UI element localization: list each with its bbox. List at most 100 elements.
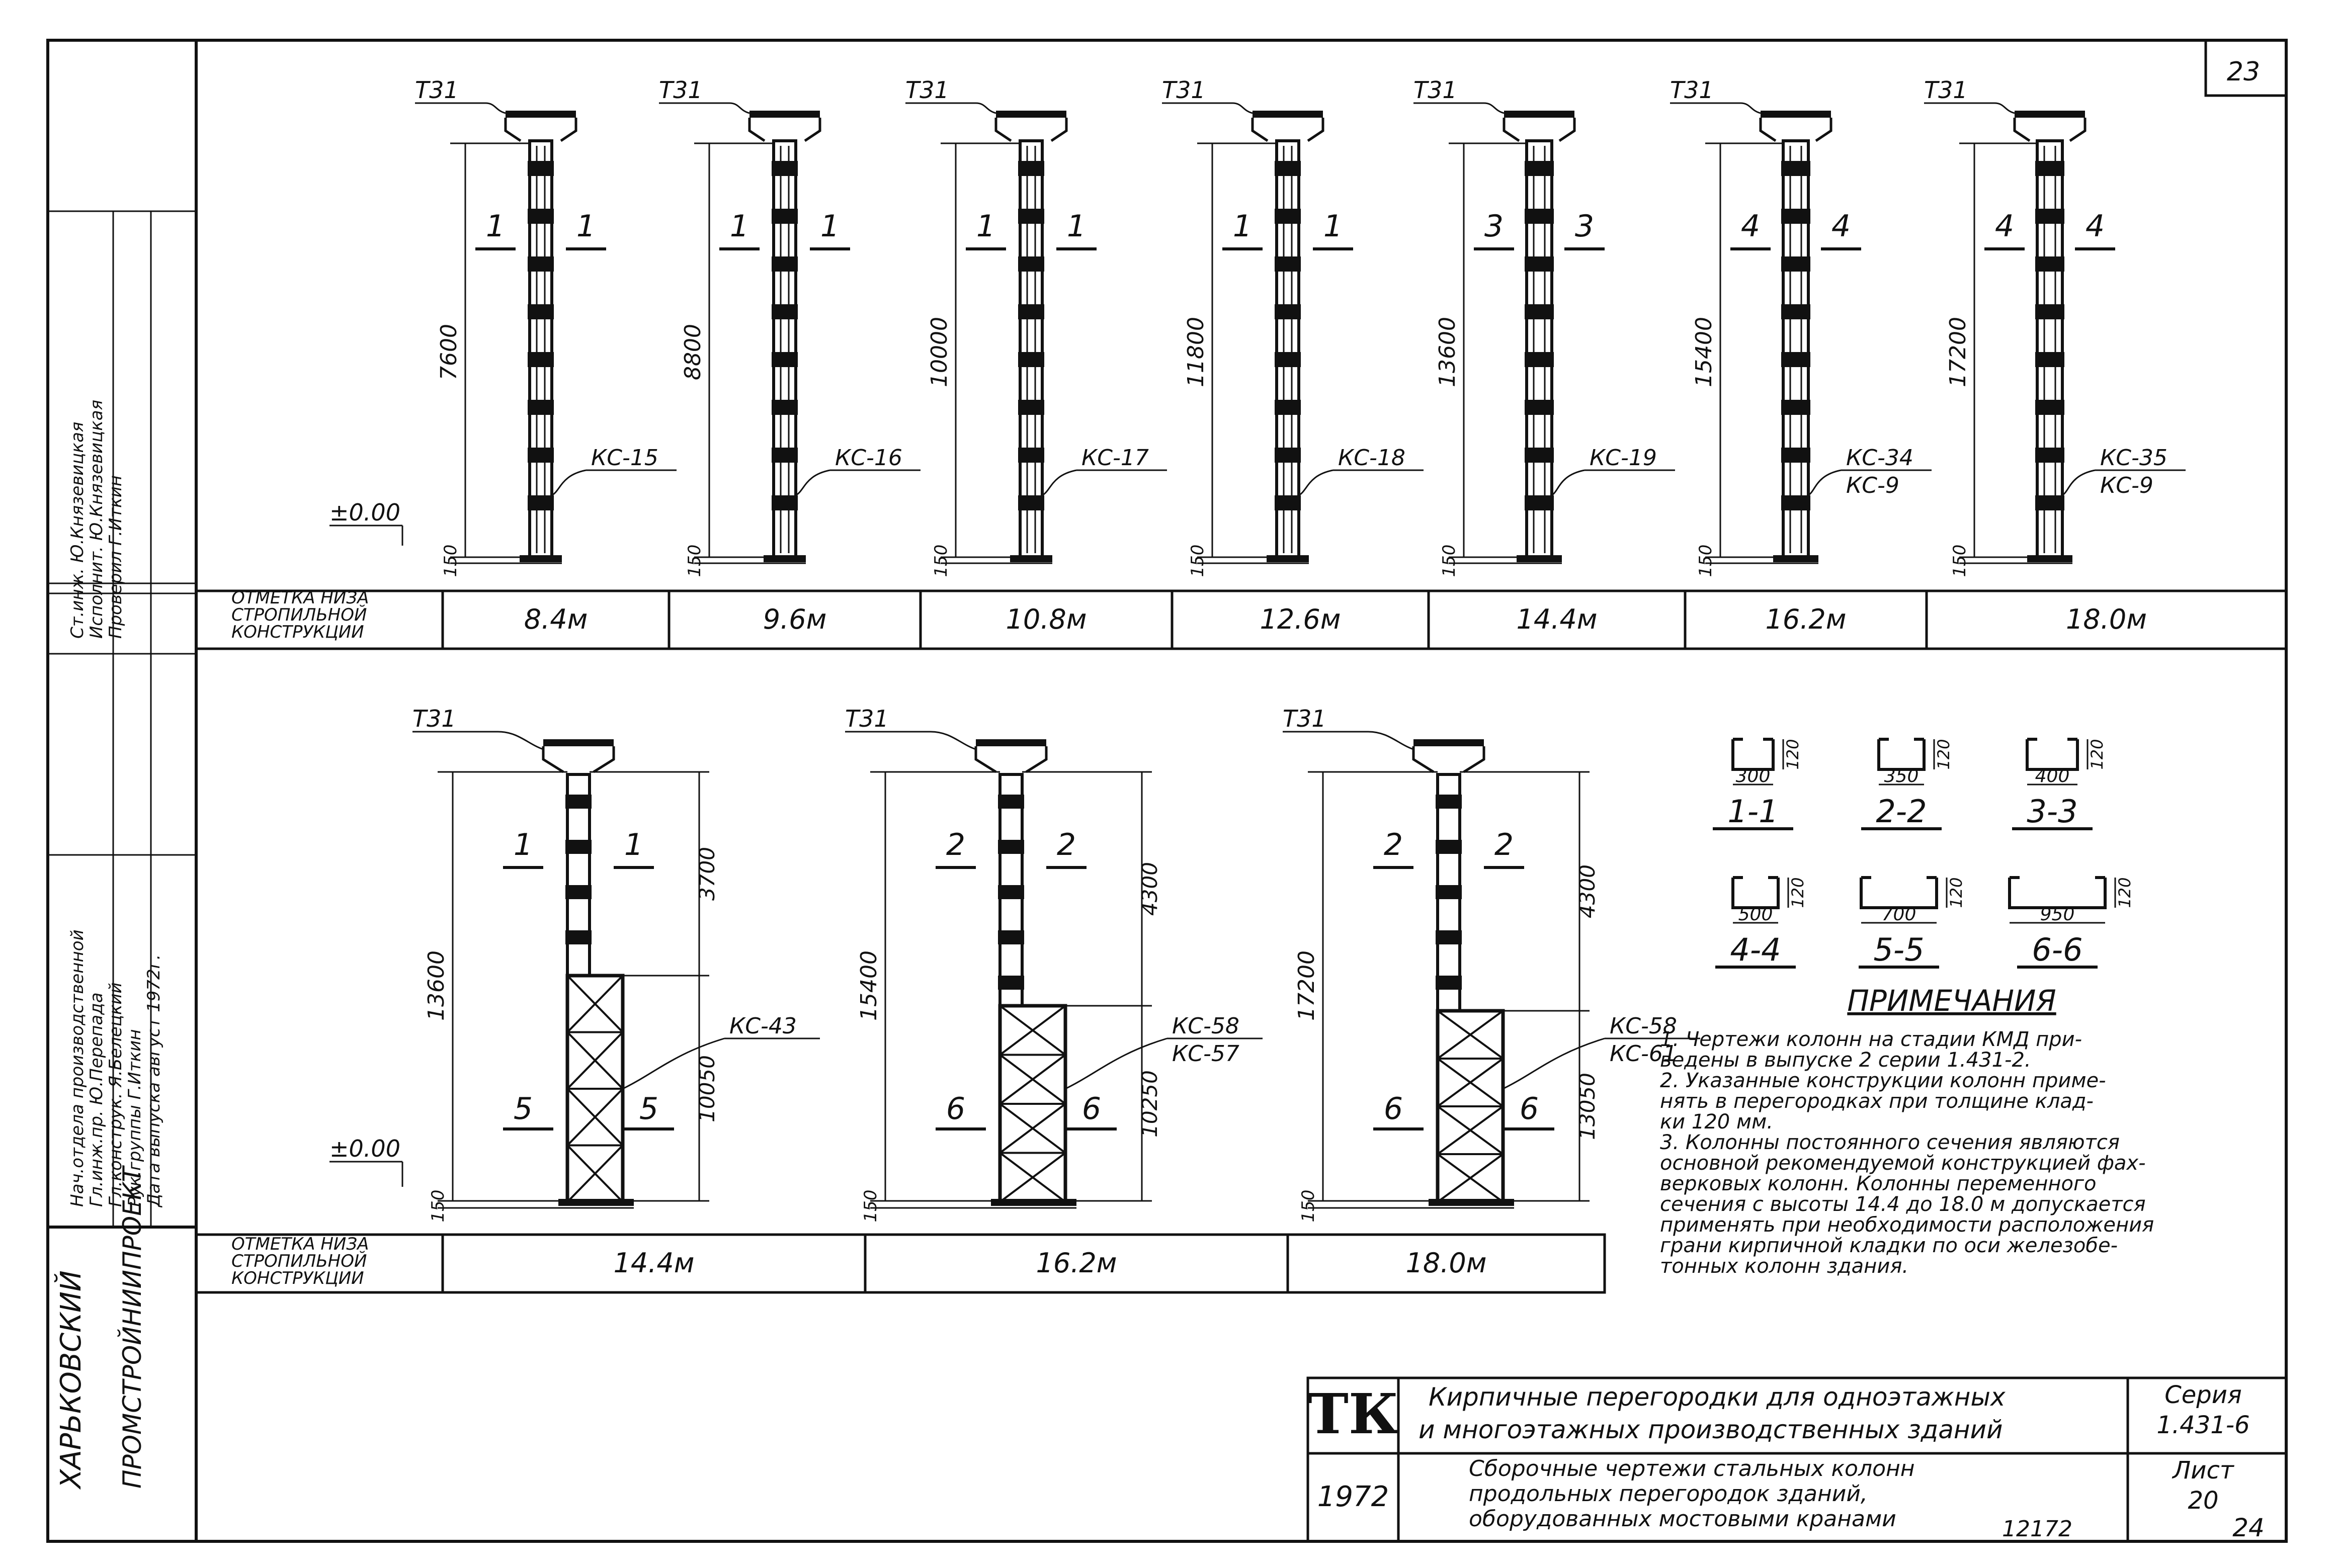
section-mark-right: 1 xyxy=(820,209,840,244)
column-mark: КС-58 xyxy=(1610,1013,1677,1039)
ts-leader xyxy=(905,102,996,114)
section-name: 3-3 xyxy=(2027,793,2077,830)
batten-plate xyxy=(772,448,798,463)
batten-plate xyxy=(772,209,798,224)
height-dim: 8800 xyxy=(680,324,706,380)
head-beam xyxy=(506,111,576,118)
batten-plate xyxy=(772,352,798,367)
head-bracket xyxy=(1412,746,1485,773)
logo-tk: ТК xyxy=(1307,1381,1399,1446)
ts-leader xyxy=(1413,102,1505,114)
batten-plate xyxy=(1781,448,1810,463)
base-dim: 150 xyxy=(441,545,461,577)
base-plate xyxy=(764,555,806,562)
lattice-diagonal xyxy=(999,1103,1066,1154)
batten-plate xyxy=(1018,495,1044,510)
batten-plate xyxy=(1525,161,1554,176)
batten-plate xyxy=(1436,976,1462,990)
section-mark-left: 2 xyxy=(1384,827,1403,862)
batten-plate xyxy=(1781,256,1810,272)
batten-plate xyxy=(1436,840,1462,854)
batten-plate xyxy=(998,840,1024,854)
head-beam xyxy=(976,739,1046,746)
section-mark-left: 3 xyxy=(1484,209,1504,244)
note-line: 1. Чертежи колонн на стадии КМД при- xyxy=(1660,1028,2082,1051)
upper-dim: 4300 xyxy=(1137,862,1162,916)
column-mark: КС-16 xyxy=(835,445,902,471)
batten-plate xyxy=(528,448,554,463)
batten-plate xyxy=(772,495,798,510)
base-dim: 150 xyxy=(428,1190,448,1223)
head-beam xyxy=(1761,111,1831,118)
section-mark-right: 2 xyxy=(1494,827,1514,862)
sheet-frame xyxy=(46,39,2288,1543)
lower-dim: 10250 xyxy=(1137,1070,1162,1138)
section-name: 5-5 xyxy=(1873,931,1924,968)
batten-plate xyxy=(1781,400,1810,415)
batten-plate xyxy=(1018,304,1044,319)
head-bracket xyxy=(504,118,577,142)
section-mark-right: 1 xyxy=(1067,209,1086,244)
base-plate xyxy=(558,1199,634,1206)
batten-plate xyxy=(772,400,798,415)
base-dim: 150 xyxy=(931,545,951,577)
head-beam xyxy=(996,111,1066,118)
section-mark-left: 6 xyxy=(1384,1091,1403,1126)
cross-sections: 3001201-13501202-24001203-35001204-47001… xyxy=(1713,738,2134,969)
sub-line3: оборудованных мостовыми кранами xyxy=(1469,1506,1896,1532)
zero-mark: ±0.00 xyxy=(329,1135,400,1162)
note-line: 2. Указанные конструкции колонн приме- xyxy=(1660,1069,2106,1092)
section-mark-left: 1 xyxy=(514,827,533,862)
batten-plate xyxy=(1436,885,1462,899)
sheet-value: 20 xyxy=(2188,1487,2218,1515)
column-mark-alt: КС-9 xyxy=(2100,473,2153,498)
column-mark: КС-34 xyxy=(1846,445,1913,471)
section-depth: 120 xyxy=(1788,877,1807,908)
org-name-line1: ХАРЬКОВСКИЙ xyxy=(55,1270,88,1490)
stamp-row: Исполнит. Ю.Князевицкая xyxy=(87,400,107,639)
base-dim: 150 xyxy=(1439,545,1459,577)
base-dim: 150 xyxy=(861,1190,881,1223)
stamp-row: Гл.конструк. Я.Белецкий xyxy=(106,982,126,1207)
row-label-line: СТРОПИЛЬНОЙ xyxy=(231,604,367,625)
section-mark-right: 4 xyxy=(2086,209,2105,244)
batten-plate xyxy=(1525,304,1554,319)
elevation-value: 14.4м xyxy=(614,1247,695,1279)
section-mark-left: 5 xyxy=(514,1091,533,1126)
mark-leader xyxy=(622,1037,725,1090)
upper-dim: 3700 xyxy=(695,847,719,901)
head-bracket xyxy=(1503,118,1576,142)
batten-plate xyxy=(1781,209,1810,224)
batten-plate xyxy=(528,495,554,510)
base-dim: 150 xyxy=(1188,545,1208,577)
column-mark: КС-43 xyxy=(729,1013,797,1039)
batten-plate xyxy=(528,304,554,319)
section-depth: 120 xyxy=(1783,739,1802,769)
height-dim: 10000 xyxy=(927,317,952,387)
mark-leader xyxy=(2062,469,2096,496)
head-beam xyxy=(749,111,820,118)
row-label-line: ОТМЕТКА НИЗА xyxy=(231,588,369,608)
section-depth: 120 xyxy=(1947,877,1966,908)
section-outline xyxy=(1731,739,1775,771)
batten-plate xyxy=(2035,495,2064,510)
batten-plate xyxy=(528,161,554,176)
stamp-row: Гл.инж.пр. Ю.Перепада xyxy=(87,992,107,1207)
head-bracket xyxy=(1759,118,1832,142)
ts-leader xyxy=(659,102,750,114)
batten-plate xyxy=(1781,352,1810,367)
height-dim: 11800 xyxy=(1183,317,1209,387)
mark-leader xyxy=(795,469,830,496)
note-line: сечения с высоты 14.4 до 18.0 м допускае… xyxy=(1660,1193,2146,1216)
ts-label: Т31 xyxy=(415,76,459,104)
